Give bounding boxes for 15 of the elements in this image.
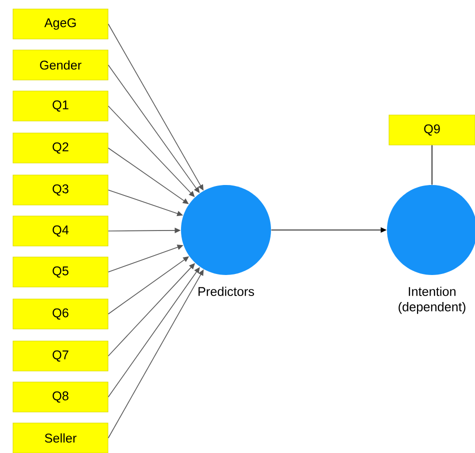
variable-box: Q9 — [388, 114, 475, 146]
node-label: Predictors — [198, 286, 254, 296]
variable-box: Q6 — [12, 298, 108, 330]
variable-box: AgeG — [12, 8, 108, 40]
variable-box: Q4 — [12, 216, 108, 246]
node-label: Intention (dependent) — [398, 286, 466, 314]
variable-box: Seller — [12, 422, 108, 453]
variable-box: Q8 — [12, 382, 108, 412]
variable-box: Q5 — [12, 256, 108, 288]
variable-box: Gender — [12, 50, 108, 80]
variable-box: Q1 — [12, 90, 108, 122]
arrow — [108, 267, 200, 398]
variable-box: Q7 — [12, 340, 108, 372]
variable-box: Q2 — [12, 132, 108, 164]
variable-box: Q3 — [12, 174, 108, 206]
